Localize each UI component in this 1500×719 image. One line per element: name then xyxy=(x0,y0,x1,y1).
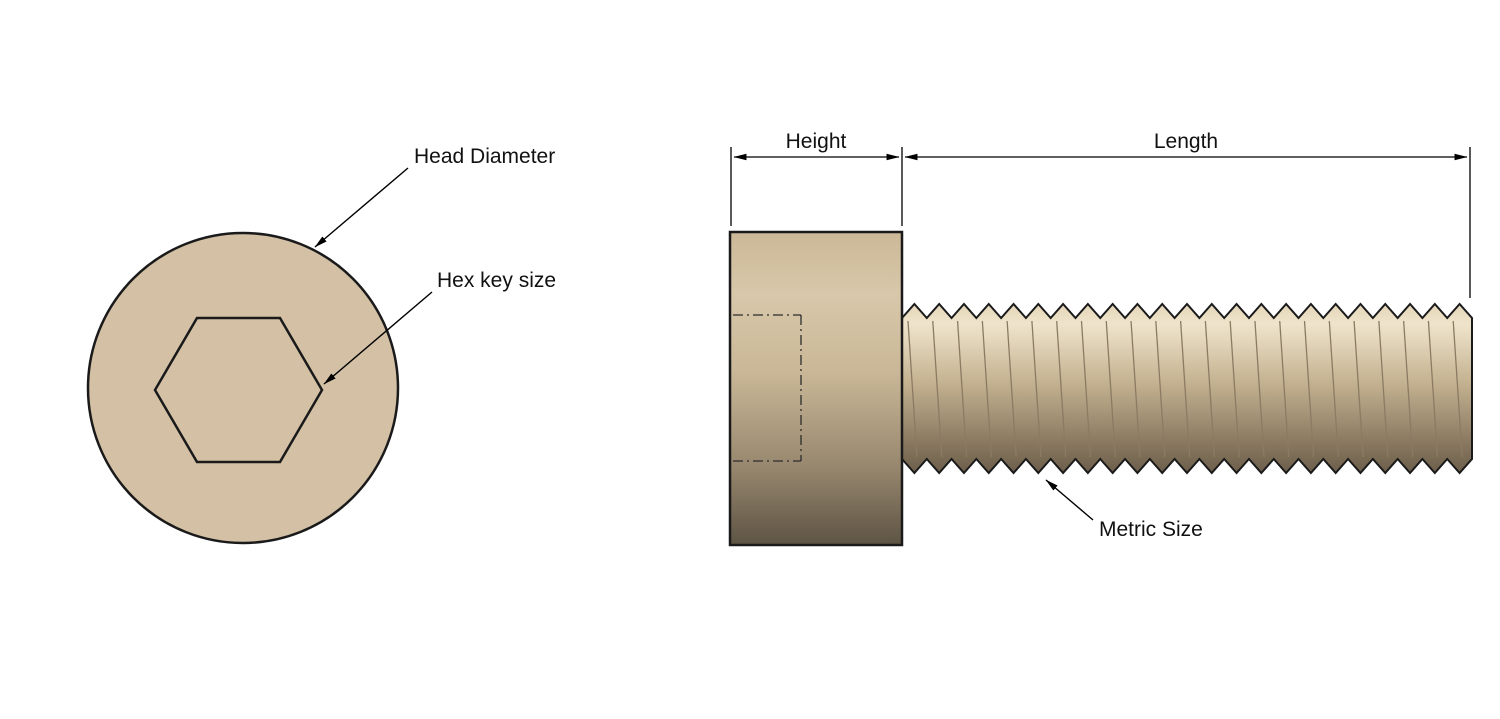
thread-helix-line xyxy=(1229,320,1240,458)
hidden-socket-lines xyxy=(733,314,802,462)
dimension-lines xyxy=(730,147,1471,298)
threaded-shaft xyxy=(900,302,1473,475)
thread-helix-line xyxy=(1378,320,1389,458)
thread-helix-line xyxy=(956,320,968,458)
leader-metric-size xyxy=(1045,479,1094,521)
label-metric-size: Metric Size xyxy=(1099,518,1203,541)
screw-top-view xyxy=(86,231,400,545)
label-length: Length xyxy=(1154,130,1218,153)
hex-socket xyxy=(153,316,324,464)
thread-helix-line xyxy=(1353,320,1364,458)
head-side-profile xyxy=(728,230,904,547)
thread-helix-line xyxy=(932,320,943,458)
thread-helix-line xyxy=(1328,320,1339,458)
thread-helix-line xyxy=(1279,320,1290,458)
thread-helix-line xyxy=(981,320,992,458)
thread-helix-line xyxy=(1204,320,1216,458)
thread-helix-line xyxy=(1056,320,1067,458)
thread-helix-line xyxy=(1006,320,1017,458)
label-height: Height xyxy=(786,130,847,153)
thread-helix-line xyxy=(1031,320,1042,458)
thread-helix-line xyxy=(1303,320,1315,458)
label-hex-key-size: Hex key size xyxy=(437,269,556,292)
thread-helix-line xyxy=(1155,320,1166,458)
thread-helix-line xyxy=(1427,320,1439,458)
thread-helix-line xyxy=(1130,320,1141,458)
thread-helix-line xyxy=(1080,320,1092,458)
screw-side-view xyxy=(728,230,1473,547)
head-circle xyxy=(86,231,400,545)
thread-helix-line xyxy=(1179,320,1191,458)
thread-helix-line xyxy=(1105,320,1116,458)
callout-metric-size: Metric Size xyxy=(1045,479,1203,541)
thread-helix-line xyxy=(1254,320,1265,458)
thread-helix-line xyxy=(907,320,918,458)
leader-hex-key-size xyxy=(323,291,433,385)
callout-hex-key-size: Hex key size xyxy=(323,269,556,385)
thread-helix-line xyxy=(1403,320,1414,458)
label-head-diameter: Head Diameter xyxy=(414,145,555,168)
callout-head-diameter: Head Diameter xyxy=(314,145,555,248)
leader-head-diameter xyxy=(314,167,409,248)
thread-shading-lines xyxy=(907,320,1463,458)
thread-helix-line xyxy=(1452,320,1463,458)
